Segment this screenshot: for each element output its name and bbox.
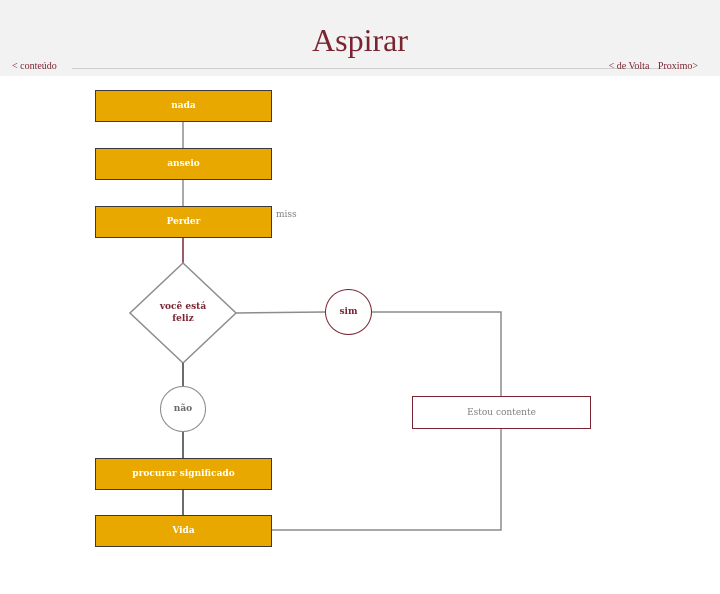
annotation-miss: miss (276, 210, 297, 220)
connector-vida-contente (272, 429, 502, 531)
node-contente: Estou contente (412, 396, 591, 429)
node-nao: não (160, 386, 206, 432)
header-divider (72, 68, 672, 69)
node-procurar: procurar significado (95, 458, 272, 490)
page-title: Aspirar (312, 22, 408, 58)
node-anseio: anseio (95, 148, 272, 180)
connector-sim-contente (372, 311, 502, 396)
decision-label: você está feliz (159, 302, 207, 324)
nav-links: < de Volta Proximo> (609, 61, 698, 72)
node-sim: sim (325, 289, 372, 335)
node-nada: nada (95, 90, 272, 122)
connector-decision-sim (235, 311, 326, 314)
next-link[interactable]: Proximo> (657, 61, 698, 72)
header (0, 0, 720, 76)
node-vida: Vida (95, 515, 272, 547)
node-perder: Perder (95, 206, 272, 238)
back-link[interactable]: < de Volta (608, 61, 650, 72)
contents-link[interactable]: < conteúdo (12, 61, 57, 72)
